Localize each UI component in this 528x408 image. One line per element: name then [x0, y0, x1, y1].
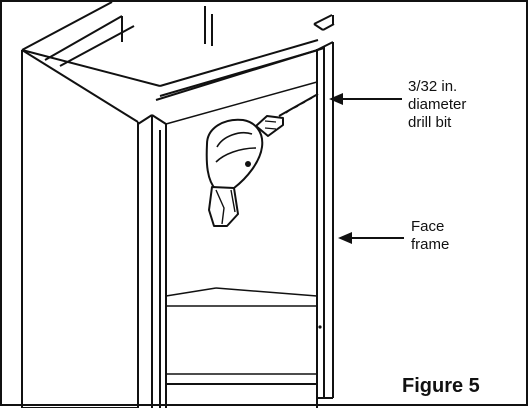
face-frame-label-line-1: Face: [411, 218, 445, 235]
face-frame-label: Face frame: [411, 218, 449, 254]
drill-bit-label: 3/32 in. diameter drill bit: [408, 78, 466, 132]
drill-bit-arrow: [329, 93, 402, 105]
cabinet-interior: [165, 81, 322, 375]
face-frame-label-line-2: frame: [411, 236, 450, 253]
face-frame-stile: [316, 41, 334, 399]
drill-bit-label-line-3: drill bit: [408, 114, 452, 131]
face-frame-bottom-rail: [165, 374, 318, 408]
figure-caption: Figure 5: [402, 375, 480, 397]
drill-bit-label-line-2: diameter: [408, 96, 467, 113]
drill-icon: [205, 93, 319, 227]
drill-bit-label-line-1: 3/32 in.: [408, 78, 458, 95]
face-frame-arrow: [338, 232, 404, 244]
cabinet-back-top: [21, 2, 335, 408]
cabinet-side-panel: [21, 49, 167, 408]
